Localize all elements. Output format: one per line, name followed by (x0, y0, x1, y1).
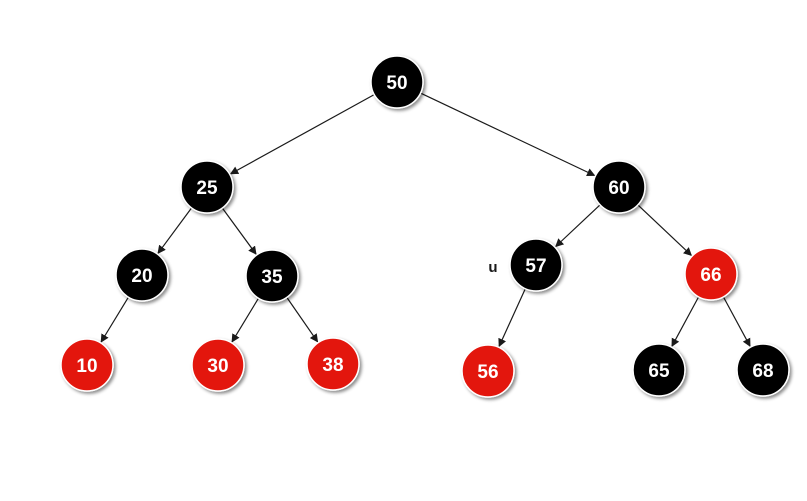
black-node-circle (245, 249, 299, 303)
tree-node-38: 38 (306, 337, 360, 391)
tree-node-50: 50 (370, 55, 424, 109)
tree-node-10: 10 (60, 338, 114, 392)
node-value-label: 50 (386, 73, 407, 94)
tree-node-56: 56 (461, 344, 515, 398)
node-value-label: 68 (752, 361, 773, 382)
tree-node-60: 60 (592, 160, 646, 214)
edge-20-10 (100, 296, 129, 343)
node-value-label: 35 (261, 267, 283, 288)
edge-35-30 (231, 297, 260, 343)
red-node-circle (684, 247, 738, 301)
tree-node-65: 65 (632, 343, 686, 397)
node-value-label: 20 (131, 266, 152, 287)
edge-50-60 (420, 92, 596, 177)
node-marker-label: u (488, 259, 497, 276)
edge-25-20 (157, 207, 193, 254)
edge-66-65 (671, 296, 700, 348)
edge-60-66 (637, 204, 693, 256)
black-node-circle (736, 343, 790, 397)
edge-25-35 (221, 207, 257, 255)
red-node-circle (60, 338, 114, 392)
edge-35-38 (286, 297, 319, 343)
nodes-layer: 50 25 60 20 35 57 u 66 10 30 38 56 65 68 (60, 55, 790, 398)
tree-node-35: 35 (245, 249, 299, 303)
black-node-circle (592, 160, 646, 214)
black-node-circle (370, 55, 424, 109)
node-value-label: 38 (322, 355, 343, 376)
node-value-label: 65 (648, 361, 670, 382)
tree-node-20: 20 (115, 248, 169, 302)
black-node-circle (509, 238, 563, 292)
edge-50-25 (229, 94, 375, 175)
black-node-circle (632, 343, 686, 397)
black-node-circle (115, 248, 169, 302)
edge-66-68 (722, 296, 751, 348)
tree-node-30: 30 (191, 338, 245, 392)
node-value-label: 10 (76, 356, 97, 377)
edge-57-56 (498, 288, 526, 348)
node-value-label: 60 (608, 178, 629, 199)
red-node-circle (461, 344, 515, 398)
node-value-label: 66 (700, 265, 721, 286)
red-node-circle (306, 337, 360, 391)
red-node-circle (191, 338, 245, 392)
edges-layer (100, 92, 751, 348)
edge-60-57 (555, 204, 601, 248)
tree-node-66: 66 (684, 247, 738, 301)
black-node-circle (180, 160, 234, 214)
node-value-label: 30 (207, 356, 228, 377)
node-value-label: 57 (525, 256, 546, 277)
tree-node-25: 25 (180, 160, 234, 214)
tree-node-57: 57 u (488, 238, 563, 292)
node-value-label: 56 (477, 362, 498, 383)
tree-node-68: 68 (736, 343, 790, 397)
node-value-label: 25 (196, 178, 218, 199)
